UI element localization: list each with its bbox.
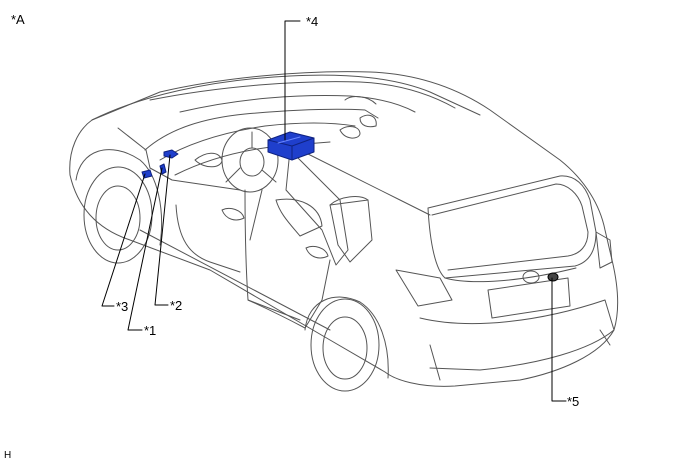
leader-lines bbox=[101, 20, 567, 402]
roof-console bbox=[344, 96, 377, 105]
console-lid bbox=[329, 196, 369, 206]
rear-glass bbox=[431, 183, 589, 271]
component-3-connector bbox=[141, 169, 153, 179]
a-pillar bbox=[117, 127, 151, 169]
front-door-handle bbox=[221, 207, 245, 221]
tail-light-left bbox=[395, 269, 453, 307]
callout-1-label: *1 bbox=[144, 323, 157, 338]
view-label: *A bbox=[11, 12, 25, 27]
roof-rail bbox=[179, 95, 416, 113]
rear-wheel-arch bbox=[304, 296, 389, 379]
dash-vent-right bbox=[339, 126, 361, 139]
rear-hatch bbox=[427, 175, 597, 279]
leader-1 bbox=[127, 167, 163, 331]
leader-2 bbox=[154, 154, 171, 306]
component-2-sensor bbox=[163, 149, 179, 159]
callout-2-label: *2 bbox=[170, 298, 183, 313]
steering-hub bbox=[239, 147, 265, 177]
footer-code: H bbox=[4, 450, 12, 461]
hatch-seam bbox=[444, 267, 577, 283]
front-wheel-inner bbox=[95, 185, 141, 251]
callout-4-label: *4 bbox=[306, 14, 319, 29]
callout-5-label: *5 bbox=[567, 394, 580, 409]
callout-3-label: *3 bbox=[116, 299, 129, 314]
leader-5 bbox=[551, 277, 567, 402]
car-body-outline bbox=[69, 71, 619, 387]
steering-wheel bbox=[221, 127, 279, 193]
leader-4 bbox=[284, 20, 301, 141]
roof-line bbox=[91, 74, 481, 121]
rear-window-frame bbox=[299, 149, 431, 216]
steering-spoke bbox=[225, 131, 277, 183]
front-wheel-arch bbox=[75, 149, 163, 246]
sill-line bbox=[139, 229, 331, 331]
license-area bbox=[487, 277, 571, 319]
front-wheel bbox=[83, 166, 153, 264]
center-console bbox=[285, 149, 349, 266]
steering-column bbox=[249, 189, 263, 241]
door-window-line bbox=[149, 167, 241, 191]
rear-bumper bbox=[419, 299, 615, 371]
component-5-camera bbox=[547, 272, 559, 282]
leader-3 bbox=[101, 173, 146, 307]
component-4-ecu bbox=[267, 131, 315, 161]
front-door-line bbox=[175, 204, 241, 273]
rear-emblem bbox=[522, 270, 540, 284]
rear-door-handle bbox=[305, 245, 329, 259]
rear-wheel-inner bbox=[322, 316, 368, 380]
b-pillar bbox=[244, 189, 301, 321]
rear-bumper-lower bbox=[429, 329, 611, 381]
dashboard bbox=[159, 122, 356, 161]
console-box bbox=[329, 199, 373, 263]
rear-wheel bbox=[310, 298, 380, 392]
windshield-frame bbox=[144, 108, 379, 151]
roof-inner-line bbox=[149, 81, 456, 109]
seat-back bbox=[275, 198, 323, 237]
tail-light-right bbox=[595, 231, 613, 269]
mirror bbox=[359, 114, 377, 128]
